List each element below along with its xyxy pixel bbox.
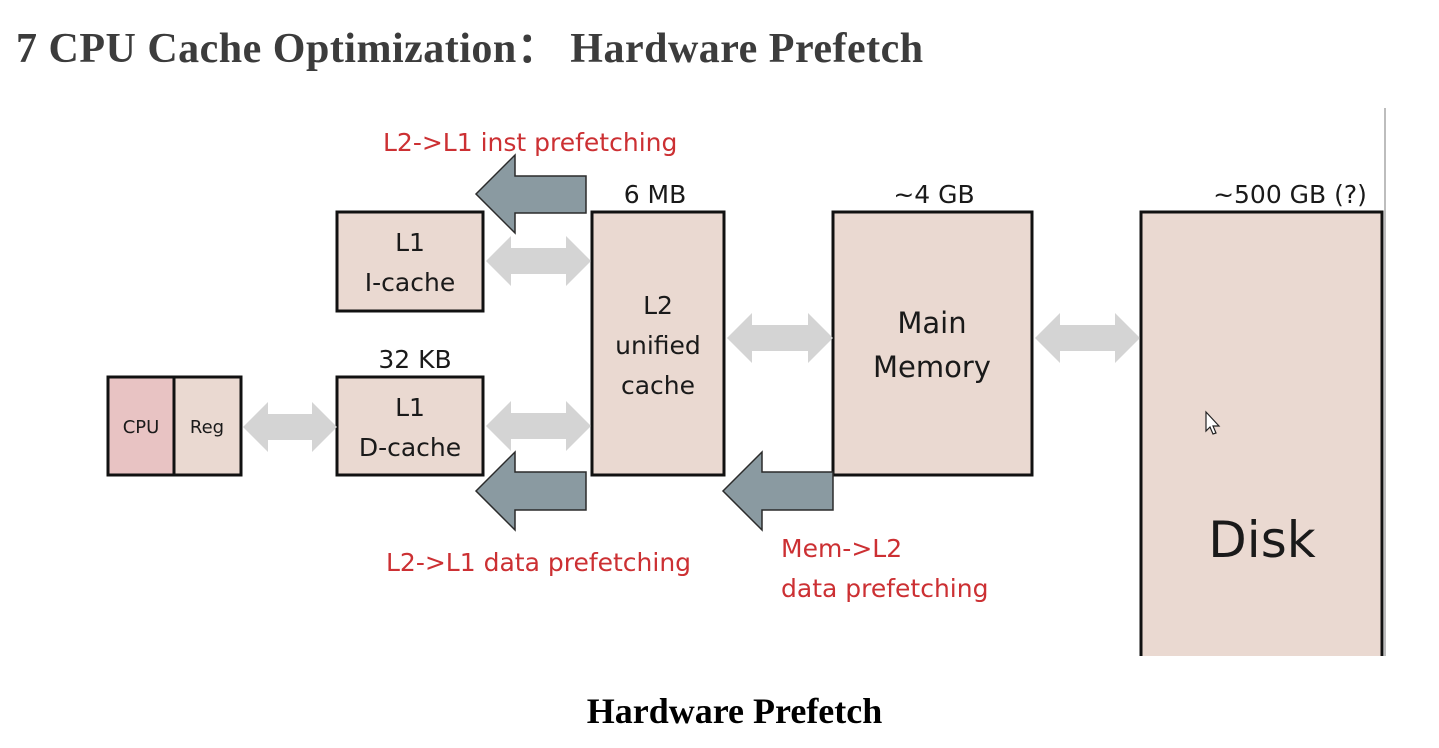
l1d-label-line1: L1: [395, 393, 425, 422]
reg-box: [172, 375, 243, 477]
mouse-cursor-icon: [1205, 410, 1221, 435]
mem-prefetch-arrow: [721, 450, 834, 532]
l1-icache-box: [335, 210, 485, 313]
l1-dcache-box: [335, 375, 485, 477]
l1d-label-line2: D-cache: [359, 433, 461, 462]
l2-cache-box: [590, 210, 726, 477]
inst-prefetch-label: L2->L1 inst prefetching: [383, 128, 677, 157]
main-memory-box: [831, 210, 1034, 477]
reg-label: Reg: [190, 417, 224, 438]
l1i-l2-link-arrow: [486, 236, 591, 286]
memory-size-label: ~4 GB: [893, 180, 974, 209]
l1d-size-label: 32 KB: [378, 345, 451, 374]
slide-caption: Hardware Prefetch: [586, 691, 883, 731]
l2-label-line3: cache: [621, 371, 695, 400]
l1i-label-line2: I-cache: [365, 268, 455, 297]
l2-size-label: 6 MB: [624, 180, 687, 209]
memory-disk-link-arrow: [1035, 313, 1140, 363]
mem-prefetch-label-line1: Mem->L2: [781, 534, 902, 563]
cpu-box: [106, 375, 176, 477]
mem-prefetch-label-line2: data prefetching: [781, 574, 988, 603]
memory-label-line2: Memory: [873, 350, 991, 384]
l2-label-line2: unified: [615, 331, 701, 360]
inst-prefetch-arrow: [474, 153, 587, 235]
disk-label: Disk: [1208, 511, 1315, 569]
reg-l1d-link-arrow: [243, 402, 337, 452]
l2-label-line1: L2: [643, 291, 673, 320]
data-prefetch-label: L2->L1 data prefetching: [386, 548, 691, 577]
cpu-label: CPU: [123, 417, 160, 438]
memory-label-line1: Main: [897, 306, 966, 340]
slide-title: 7 CPU Cache Optimization： Hardware Prefe…: [16, 26, 924, 72]
disk-box: [1139, 210, 1384, 656]
data-prefetch-arrow: [474, 450, 587, 532]
l1i-label-line1: L1: [395, 228, 425, 257]
l2-memory-link-arrow: [727, 313, 833, 363]
disk-size-label: ~500 GB (?): [1213, 180, 1367, 209]
l1d-l2-link-arrow: [486, 401, 591, 451]
